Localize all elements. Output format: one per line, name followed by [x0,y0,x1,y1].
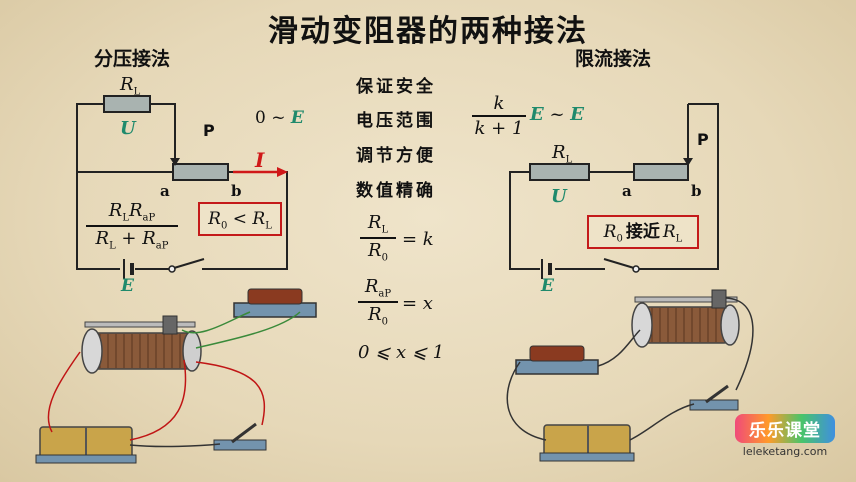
resistor-base-right [515,359,599,375]
slide-rheostat [172,163,229,181]
rl-label-right: RL [552,142,573,166]
criterion-1: 保证安全 [356,77,436,97]
load-resistor-rl [103,95,151,113]
u-label: U [120,118,136,139]
left-apparatus [35,288,317,464]
current-arrow-head [277,167,288,177]
u-label-right: U [551,186,567,207]
slider-arrow [170,158,180,166]
switch-knife-right [705,384,729,404]
rheostat-end-left [81,328,103,374]
x-range: 0 ⩽ x ⩽ 1 [358,342,445,363]
a-label: a [160,182,170,200]
e-label-right: E [541,276,554,296]
rheostat-end-right [182,330,202,372]
battery-base-right [539,452,635,462]
ratio-x-fraction: RaP R0 [358,276,398,327]
p-label: P [203,121,215,140]
resistor-body-right [529,345,585,362]
rl-label: RL [120,74,141,98]
switch-lever [173,258,205,269]
ratio-k-rhs: = k [402,229,434,250]
logo-text: 乐乐课堂 [735,414,835,443]
rheostat-coil-right [641,306,731,344]
p-label-right: P [697,130,709,149]
battery-base [35,454,137,464]
rheostat-end-right-right [720,304,740,346]
switch-contact-right [632,265,640,273]
a-label-right: a [622,182,632,200]
limiter-heading: 限流接法 [575,48,652,70]
fraction-denominator: RL + RaP [95,227,169,252]
load-resistor-rl-right [529,163,590,181]
criterion-3: 调节方便 [356,146,436,166]
slider-contact [162,315,178,335]
switch-lever-right [603,258,635,269]
criterion-4: 数值精确 [356,181,436,201]
switch-contact [168,265,176,273]
criterion-2: 电压范围 [356,111,436,131]
slider-contact-right [711,289,727,309]
divider-heading: 分压接法 [94,48,171,70]
switch-base [213,439,267,451]
brand-logo: 乐乐课堂 leleketang.com [735,414,835,458]
logo-url: leleketang.com [742,445,828,458]
equivalent-resistance-fraction: RLRaP RL + RaP [86,200,178,251]
ratio-x-rhs: = x [402,293,433,314]
switch-knife [231,422,257,444]
slider-arrow-right [683,158,693,166]
slide-rheostat-right [633,163,689,181]
right-apparatus [506,289,754,462]
limiter-circuit-wires [509,103,719,270]
ratio-k-fraction: RL R0 [360,212,396,263]
resistor-base [233,302,317,318]
limiter-range: E ~ E [530,104,584,125]
page-title: 滑动变阻器的两种接法 [268,14,588,49]
resistor-body [247,288,303,305]
switch-base-right [689,399,739,411]
current-label: I [255,148,265,172]
b-label-right: b [691,182,702,200]
b-label: b [231,182,242,200]
limiter-range-fraction: k k + 1 [472,93,526,139]
fraction-numerator: RLRaP [86,200,178,227]
rheostat-coil [91,332,193,370]
condition-box-left: R0 < RL [198,202,282,236]
rheostat-end-left-right [631,302,653,348]
slider-rod [84,321,196,328]
voltage-range: 0 ~ E [255,108,304,128]
e-label-left: E [121,276,134,296]
